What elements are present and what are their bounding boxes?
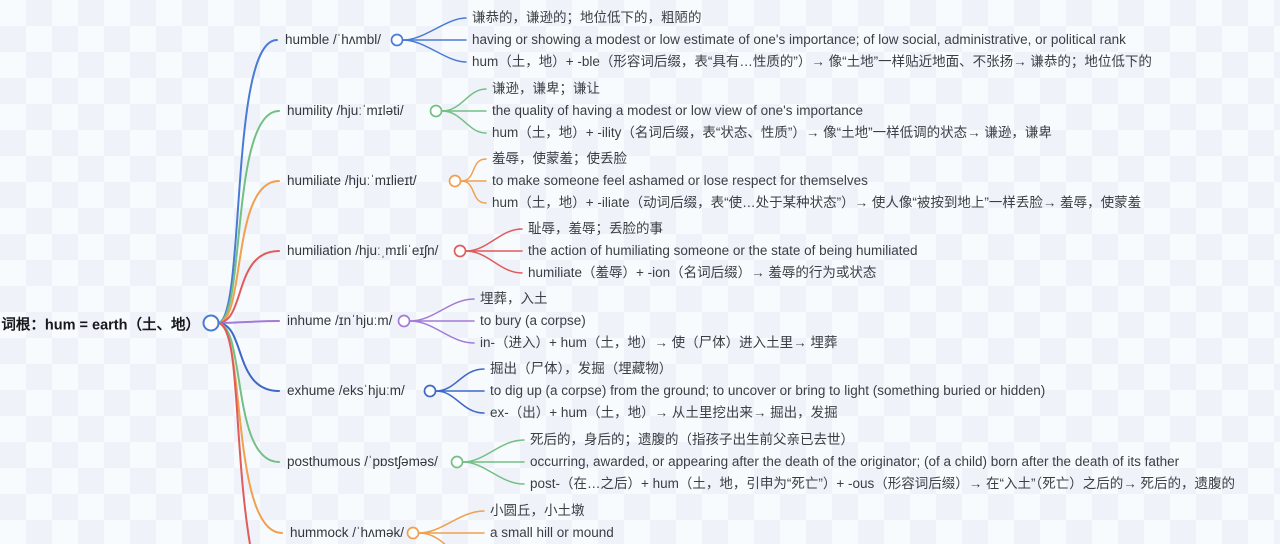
- link-humiliate-etym: [460, 180, 487, 204]
- trunk-posthumous: [217, 322, 280, 463]
- trunk-humiliate: [217, 180, 280, 324]
- node-word-humility[interactable]: humility /hjuːˈmɪləti/: [287, 102, 404, 118]
- root-node-label[interactable]: 词根：hum = earth（土、地）: [1, 317, 200, 334]
- link-hummock-def-cn: [418, 510, 485, 534]
- node-def-cn-humble[interactable]: 谦恭的，谦逊的；地位低下的，粗陋的: [472, 9, 702, 25]
- fan-posthumous: [462, 439, 525, 485]
- node-etym-exhume[interactable]: ex-（出）+ hum（土，地）→ 从土里挖出来→ 掘出，发掘: [490, 404, 838, 420]
- node-def-en-humiliation[interactable]: the action of humiliating someone or the…: [528, 242, 918, 258]
- node-etym-posthumous[interactable]: post-（在…之后）+ hum（土，地，引申为“死亡”）+ -ous（形容词后…: [530, 475, 1236, 491]
- inhume-node-circle[interactable]: [397, 314, 411, 328]
- humble-node-circle[interactable]: [390, 33, 404, 47]
- node-etym-inhume[interactable]: in-（进入）+ hum（土，地）→ 使（尸体）进入土里→ 埋葬: [480, 334, 838, 350]
- link-posthumous-etym: [462, 461, 525, 485]
- node-def-cn-humiliate[interactable]: 羞辱，使蒙羞；使丢脸: [492, 150, 627, 166]
- node-word-exhume[interactable]: exhume /eksˈhjuːm/: [287, 382, 405, 398]
- hummock-node-circle[interactable]: [406, 526, 420, 540]
- link-humility-etym: [441, 110, 487, 134]
- node-def-en-hummock[interactable]: a small hill or mound: [490, 524, 614, 540]
- humiliation-node-circle[interactable]: [453, 244, 467, 258]
- link-humble-etym: [402, 39, 467, 63]
- link-exhume-def-cn: [435, 368, 485, 392]
- node-def-cn-exhume[interactable]: 掘出（尸体），发掘（埋藏物）: [490, 360, 673, 376]
- link-inhume-etym: [409, 320, 475, 344]
- node-word-humiliate[interactable]: humiliate /hjuːˈmɪlieɪt/: [287, 172, 417, 188]
- root-node-circle[interactable]: [202, 314, 220, 332]
- trunk-clipped-branch: [217, 322, 251, 544]
- link-humiliation-etym: [465, 250, 523, 274]
- fan-humiliate: [460, 158, 487, 204]
- link-humility-def-cn: [441, 88, 487, 112]
- link-hummock-clipped: [418, 532, 446, 544]
- node-etym-humiliation[interactable]: humiliate（羞辱）+ -ion（名词后缀）→ 羞辱的行为或状态: [528, 264, 877, 280]
- node-def-en-inhume[interactable]: to bury (a corpse): [480, 312, 586, 328]
- link-humiliation-def-cn: [465, 228, 523, 252]
- node-word-posthumous[interactable]: posthumous /ˈpɒstʃəməs/: [287, 453, 438, 469]
- trunk-humiliation: [217, 250, 280, 324]
- fan-exhume: [435, 368, 485, 414]
- link-posthumous-def-cn: [462, 439, 525, 463]
- trunk-humble: [217, 39, 278, 324]
- node-def-en-humiliate[interactable]: to make someone feel ashamed or lose res…: [492, 172, 868, 188]
- link-inhume-def-cn: [409, 298, 475, 322]
- node-word-humiliation[interactable]: humiliation /hjuːˌmɪliˈeɪʃn/: [287, 242, 439, 258]
- node-def-en-humility[interactable]: the quality of having a modest or low vi…: [492, 102, 864, 118]
- node-word-humble[interactable]: humble /ˈhʌmbl/: [285, 31, 382, 47]
- fan-inhume: [409, 298, 475, 344]
- fan-humiliation: [465, 228, 523, 274]
- node-def-cn-inhume[interactable]: 埋葬，入土: [480, 290, 548, 306]
- humility-node-circle[interactable]: [429, 104, 443, 118]
- node-def-cn-posthumous[interactable]: 死后的，身后的；遗腹的（指孩子出生前父亲已去世）: [530, 431, 854, 447]
- node-word-hummock[interactable]: hummock /ˈhʌmək/: [290, 524, 405, 540]
- node-def-en-posthumous[interactable]: occurring, awarded, or appearing after t…: [530, 453, 1180, 469]
- link-exhume-etym: [435, 390, 485, 414]
- node-etym-humility[interactable]: hum（土，地）+ -ility（名词后缀，表“状态、性质”）→ 像“土地”一样…: [492, 124, 1052, 140]
- trunk-inhume: [217, 320, 280, 324]
- trunk-exhume: [217, 322, 280, 392]
- node-def-cn-humiliation[interactable]: 耻辱，羞辱；丢脸的事: [528, 220, 663, 236]
- trunk-hummock: [217, 322, 283, 534]
- link-humble-def-cn: [402, 17, 467, 41]
- posthumous-node-circle[interactable]: [450, 455, 464, 469]
- humiliate-node-circle[interactable]: [448, 174, 462, 188]
- node-def-cn-humility[interactable]: 谦逊，谦卑；谦让: [492, 80, 600, 96]
- node-word-inhume[interactable]: inhume /ɪnˈhjuːm/: [287, 312, 393, 328]
- exhume-node-circle[interactable]: [423, 384, 437, 398]
- node-def-cn-hummock[interactable]: 小圆丘，小土墩: [490, 502, 585, 518]
- node-etym-humble[interactable]: hum（土，地）+ -ble（形容词后缀，表“具有…性质的”）→ 像“土地”一样…: [472, 53, 1152, 69]
- link-humiliate-def-cn: [460, 158, 487, 182]
- node-def-en-exhume[interactable]: to dig up (a corpse) from the ground; to…: [490, 382, 1046, 398]
- fan-humility: [441, 88, 487, 134]
- trunk-humility: [217, 110, 280, 324]
- node-def-en-humble[interactable]: having or showing a modest or low estima…: [472, 31, 1126, 47]
- trunk-links: [217, 39, 283, 544]
- fan-hummock: [418, 510, 485, 544]
- node-etym-humiliate[interactable]: hum（土，地）+ -iliate（动词后缀，表“使…处于某种状态”）→ 使人像…: [492, 194, 1142, 210]
- fan-humble: [402, 17, 467, 63]
